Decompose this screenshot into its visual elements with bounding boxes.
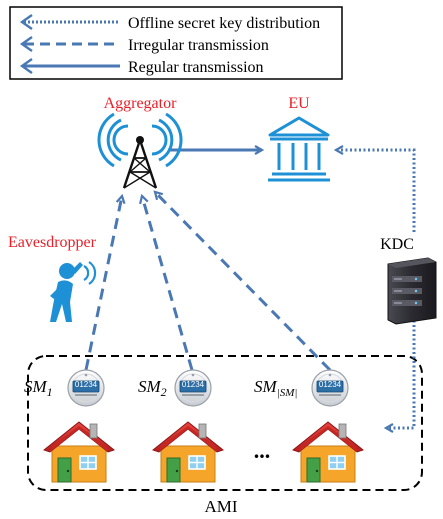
ami-boundary — [27, 355, 423, 491]
eavesdropper-node: Eavesdropper — [8, 234, 97, 322]
eavesdropper-person-icon — [50, 261, 97, 322]
eu-label: EU — [288, 95, 310, 112]
server-icon — [387, 257, 437, 325]
house-n — [292, 421, 364, 483]
smart-meter-2: SM2 01234 — [138, 369, 212, 407]
meter-display-1: 01234 — [75, 380, 98, 389]
irregular-arrow-sm1 — [84, 196, 122, 371]
aggregator-node: Aggregator — [97, 95, 183, 189]
kdc-node: KDC — [380, 236, 437, 325]
house-1 — [43, 421, 115, 483]
arrowhead-icon — [19, 14, 33, 30]
house-2 — [152, 421, 224, 483]
kdc-label: KDC — [380, 236, 414, 253]
house-icon — [152, 421, 224, 483]
smart-meter-n: SM|SM| 01234 — [254, 369, 349, 407]
legend-item-dashed: Irregular transmission — [19, 36, 269, 54]
legend-item-solid: Regular transmission — [19, 58, 264, 76]
irregular-arrow-smn — [155, 192, 332, 372]
arrowhead-icon — [19, 58, 33, 74]
meter-label-1: SM1 — [24, 377, 53, 399]
legend-label-regular: Regular transmission — [128, 59, 264, 76]
meter-label-n: SM|SM| — [254, 377, 297, 399]
legend-item-dotted: Offline secret key distribution — [19, 14, 320, 32]
ellipsis-label: ... — [254, 438, 271, 463]
house-icon — [43, 421, 115, 483]
aggregator-label: Aggregator — [104, 95, 178, 112]
offline-key-arrow-ami — [386, 316, 416, 428]
meter-label-2: SM2 — [138, 377, 167, 399]
legend-label-offline: Offline secret key distribution — [128, 15, 320, 32]
antenna-tower-icon — [97, 112, 183, 189]
eu-node: EU — [268, 95, 330, 182]
bank-building-icon — [268, 116, 330, 182]
meter-display-n: 01234 — [319, 380, 342, 389]
smart-meter-1: SM1 01234 — [24, 369, 105, 407]
legend: Offline secret key distribution Irregula… — [9, 6, 343, 80]
irregular-arrow-sm2 — [142, 196, 194, 371]
eavesdropper-label: Eavesdropper — [8, 234, 97, 251]
legend-label-irregular: Irregular transmission — [128, 37, 269, 54]
offline-key-arrow-eu — [336, 150, 416, 232]
ami-label: AMI — [204, 497, 237, 516]
meter-display-2: 01234 — [182, 380, 205, 389]
house-icon — [292, 421, 364, 483]
arrowhead-icon — [19, 36, 33, 52]
